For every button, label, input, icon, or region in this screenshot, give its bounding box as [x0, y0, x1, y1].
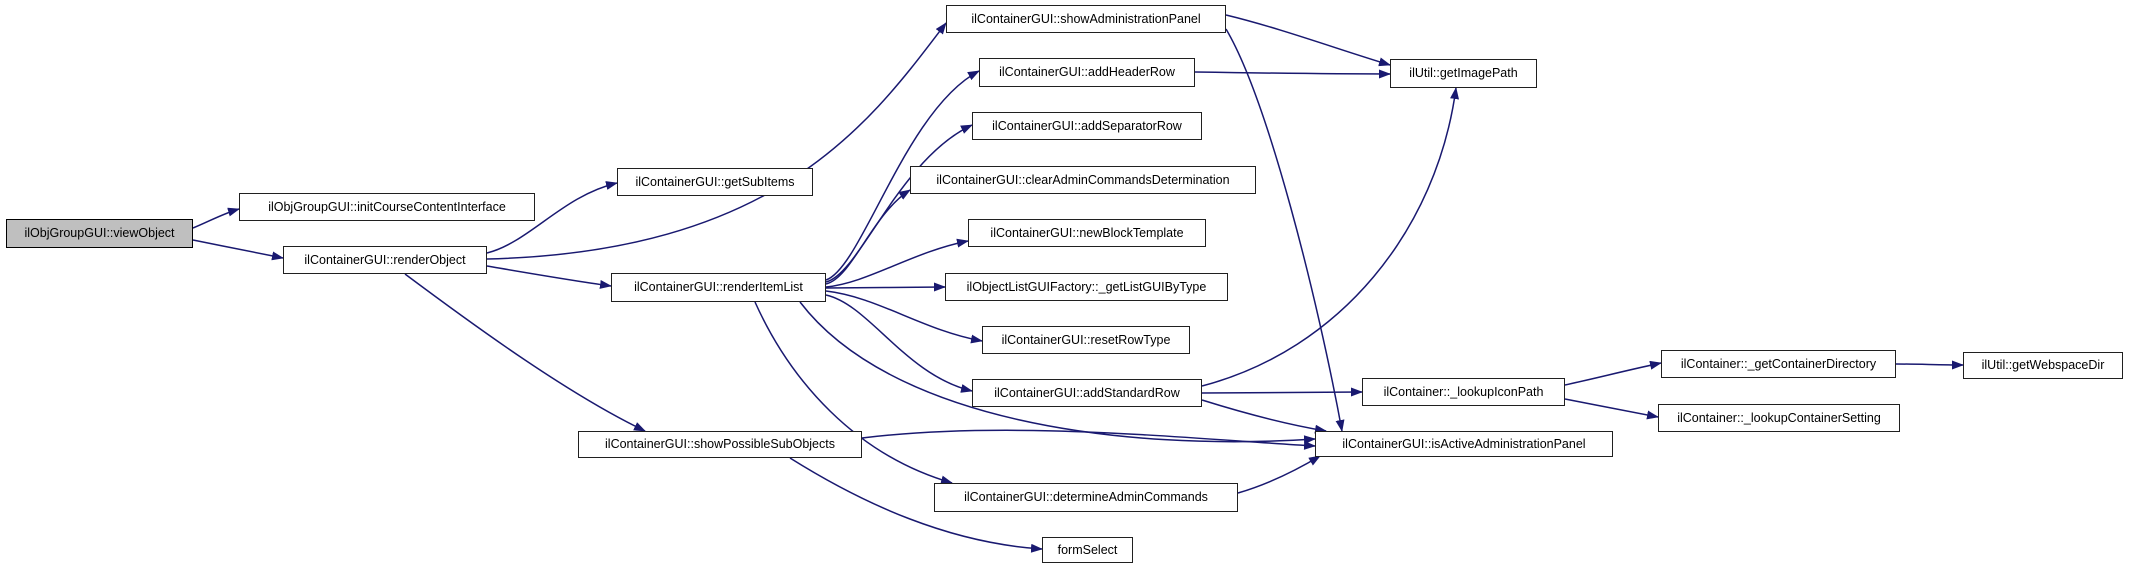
node-renderItemList[interactable]: ilContainerGUI::renderItemList	[611, 273, 826, 302]
node-resetRowType[interactable]: ilContainerGUI::resetRowType	[982, 326, 1190, 354]
node-addHeaderRow[interactable]: ilContainerGUI::addHeaderRow	[979, 58, 1195, 87]
edge-renderObject-to-getSubItems	[486, 181, 618, 254]
edge-lookupIconPath-to-getContainerDirectory	[1564, 360, 1662, 386]
node-determineAdminCommands[interactable]: ilContainerGUI::determineAdminCommands	[934, 483, 1238, 512]
edge-addHeaderRow-to-getImagePath	[1194, 69, 1391, 79]
edge-viewObject-to-renderObject	[192, 239, 284, 261]
node-renderObject[interactable]: ilContainerGUI::renderObject	[283, 246, 487, 274]
edge-lookupIconPath-to-lookupContainerSetting	[1564, 398, 1659, 420]
edge-addStandardRow-to-getImagePath	[1201, 87, 1459, 387]
edge-renderItemList-to-determineAdminCommands	[754, 301, 953, 485]
edge-renderItemList-to-newBlockTemplate	[825, 238, 969, 288]
edge-renderItemList-to-resetRowType	[825, 290, 983, 344]
edge-renderItemList-to-getListGUIByType	[825, 282, 946, 292]
edge-showPossibleSubObjects-to-formSelect	[789, 457, 1043, 553]
node-getImagePath[interactable]: ilUtil::getImagePath	[1390, 59, 1537, 88]
node-showPossibleSubObjects[interactable]: ilContainerGUI::showPossibleSubObjects	[578, 431, 862, 458]
edge-renderObject-to-showPossibleSubObjects	[404, 273, 646, 432]
edge-renderObject-to-renderItemList	[486, 265, 612, 289]
node-addSeparatorRow[interactable]: ilContainerGUI::addSeparatorRow	[972, 112, 1202, 140]
node-viewObject: ilObjGroupGUI::viewObject	[6, 219, 193, 248]
node-getContainerDirectory[interactable]: ilContainer::_getContainerDirectory	[1661, 350, 1896, 378]
node-getSubItems[interactable]: ilContainerGUI::getSubItems	[617, 168, 813, 196]
node-clearAdminCommandsDetermination[interactable]: ilContainerGUI::clearAdminCommandsDeterm…	[910, 166, 1256, 194]
edge-renderItemList-to-addStandardRow	[825, 294, 973, 393]
node-addStandardRow[interactable]: ilContainerGUI::addStandardRow	[972, 379, 1202, 407]
edge-showAdministrationPanel-to-isActiveAdministrationPanel	[1225, 28, 1345, 432]
edge-addStandardRow-to-lookupIconPath	[1201, 387, 1363, 397]
edge-determineAdminCommands-to-isActiveAdministrationPanel	[1237, 455, 1321, 494]
node-showAdministrationPanel[interactable]: ilContainerGUI::showAdministrationPanel	[946, 5, 1226, 33]
node-initCourseContentInterface[interactable]: ilObjGroupGUI::initCourseContentInterfac…	[239, 193, 535, 221]
node-lookupIconPath[interactable]: ilContainer::_lookupIconPath	[1362, 378, 1565, 406]
node-newBlockTemplate[interactable]: ilContainerGUI::newBlockTemplate	[968, 219, 1206, 247]
edge-addStandardRow-to-isActiveAdministrationPanel	[1201, 399, 1327, 434]
edge-showAdministrationPanel-to-getImagePath	[1225, 14, 1391, 67]
node-lookupContainerSetting[interactable]: ilContainer::_lookupContainerSetting	[1658, 404, 1900, 432]
edge-renderItemList-to-clearAdminCommandsDetermination	[825, 189, 911, 285]
node-formSelect[interactable]: formSelect	[1042, 537, 1133, 563]
edge-renderItemList-to-isActiveAdministrationPanel	[799, 301, 1316, 445]
edge-viewObject-to-initCourseContentInterface	[192, 207, 240, 229]
edge-getContainerDirectory-to-getWebspaceDir	[1895, 360, 1964, 370]
node-getWebspaceDir[interactable]: ilUtil::getWebspaceDir	[1963, 352, 2123, 379]
node-getListGUIByType[interactable]: ilObjectListGUIFactory::_getListGUIByTyp…	[945, 273, 1228, 301]
edge-showPossibleSubObjects-to-isActiveAdministrationPanel	[861, 429, 1316, 450]
edge-renderItemList-to-addHeaderRow	[825, 70, 980, 281]
node-isActiveAdministrationPanel[interactable]: ilContainerGUI::isActiveAdministrationPa…	[1315, 431, 1613, 457]
